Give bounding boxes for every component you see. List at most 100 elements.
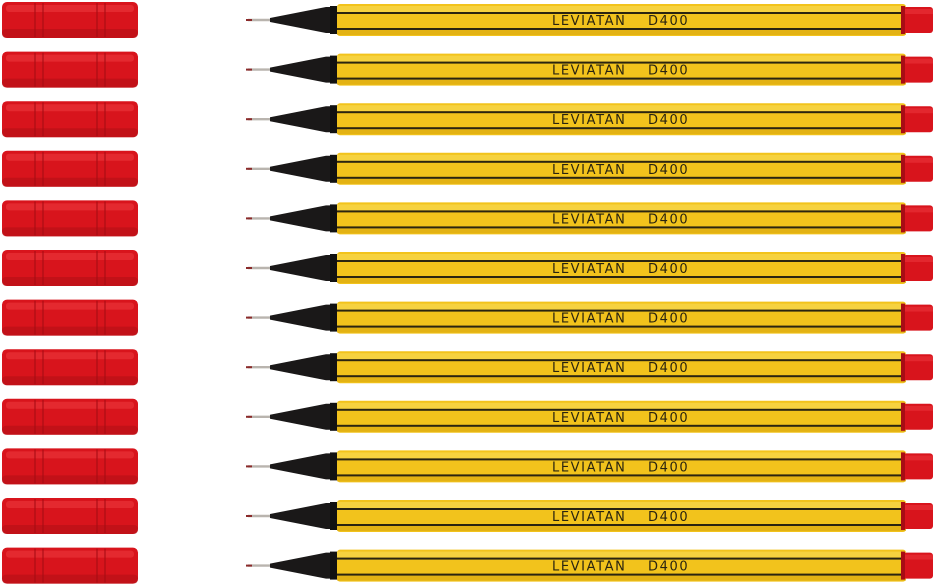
brand-label: LEVIATAN: [552, 262, 626, 277]
fineliner-pen: LEVIATAN D400: [246, 252, 933, 284]
end-plug-ring: [901, 154, 905, 183]
barrel-highlight: [337, 154, 906, 161]
cap-groove: [104, 548, 106, 583]
cap-groove: [34, 449, 36, 484]
barrel-shadow: [337, 575, 906, 581]
cap-groove: [42, 300, 44, 335]
pen-nib-cone: [270, 7, 336, 33]
cap-highlight: [6, 401, 134, 409]
cap-groove: [96, 102, 98, 137]
barrel-highlight: [337, 452, 906, 459]
model-label: D400: [648, 312, 689, 327]
pen-cap: [2, 547, 138, 584]
pen-cap: [2, 498, 138, 534]
cap-highlight: [6, 203, 134, 211]
model-label: D400: [648, 262, 689, 277]
barrel-shadow: [337, 426, 906, 432]
pen-nib-collar: [330, 55, 338, 84]
model-label: D400: [648, 14, 689, 29]
model-label: D400: [648, 361, 689, 376]
cap-groove: [34, 499, 36, 533]
pen-nib-collar: [330, 402, 338, 431]
cap-groove: [104, 52, 106, 87]
cap-highlight: [6, 104, 134, 112]
cap-groove: [42, 151, 44, 186]
barrel-shadow: [337, 377, 906, 383]
barrel-stripe: [337, 424, 906, 427]
cap-groove: [42, 350, 44, 385]
pen-nib-cone: [270, 205, 336, 232]
pen-cap: [2, 101, 138, 138]
barrel-stripe: [337, 309, 906, 312]
end-plug-highlight: [903, 405, 933, 411]
barrel-stripe: [337, 28, 906, 30]
cap-groove: [96, 548, 98, 583]
pen-cap: [2, 349, 138, 386]
cap-groove: [96, 449, 98, 484]
pen-nib-collar: [330, 551, 338, 580]
barrel-stripe: [337, 524, 906, 526]
cap-shadow: [2, 574, 138, 584]
model-label: D400: [648, 163, 689, 178]
end-plug-ring: [901, 502, 905, 530]
pen-nib-cone: [270, 304, 336, 331]
barrel-shadow: [337, 476, 906, 482]
barrel-stripe: [337, 12, 906, 14]
cap-highlight: [6, 352, 134, 360]
cap-groove: [96, 499, 98, 533]
cap-groove: [42, 201, 44, 236]
cap-shadow: [2, 128, 138, 138]
end-plug-ring: [901, 204, 905, 233]
barrel-stripe: [337, 557, 906, 560]
barrel-stripe: [337, 176, 906, 179]
cap-groove: [34, 151, 36, 186]
cap-groove: [104, 449, 106, 484]
end-plug-highlight: [903, 306, 933, 312]
pen-cap: [2, 398, 138, 435]
model-label: D400: [648, 460, 689, 475]
cap-groove: [104, 102, 106, 137]
cap-highlight: [6, 253, 134, 260]
end-plug-ring: [901, 55, 905, 84]
cap-shadow: [2, 475, 138, 485]
cap-groove: [42, 3, 44, 37]
barrel-stripe: [337, 61, 906, 64]
model-label: D400: [648, 64, 689, 79]
model-label: D400: [648, 510, 689, 525]
brand-label: LEVIATAN: [552, 163, 626, 178]
cap-shadow: [2, 525, 138, 534]
caps-column: [2, 2, 138, 584]
end-plug-ring: [901, 105, 905, 134]
cap-groove: [104, 350, 106, 385]
cap-highlight: [6, 550, 134, 558]
pen-nib-cone: [270, 503, 336, 529]
brand-label: LEVIATAN: [552, 64, 626, 79]
barrel-shadow: [337, 327, 906, 333]
brand-label: LEVIATAN: [552, 560, 626, 575]
barrel-stripe: [337, 458, 906, 461]
end-plug-highlight: [903, 58, 933, 64]
end-plug-ring: [901, 551, 905, 580]
cap-groove: [42, 102, 44, 137]
cap-groove: [34, 548, 36, 583]
barrel-stripe: [337, 408, 906, 411]
barrel-stripe: [337, 276, 906, 278]
pen-cap: [2, 150, 138, 187]
barrel-highlight: [337, 502, 906, 508]
cap-groove: [104, 399, 106, 434]
barrel-highlight: [337, 353, 906, 360]
brand-label: LEVIATAN: [552, 113, 626, 128]
model-label: D400: [648, 560, 689, 575]
barrel-stripe: [337, 127, 906, 130]
cap-groove: [42, 449, 44, 484]
barrel-highlight: [337, 55, 906, 62]
barrel-stripe: [337, 226, 906, 229]
end-plug-highlight: [903, 257, 933, 262]
